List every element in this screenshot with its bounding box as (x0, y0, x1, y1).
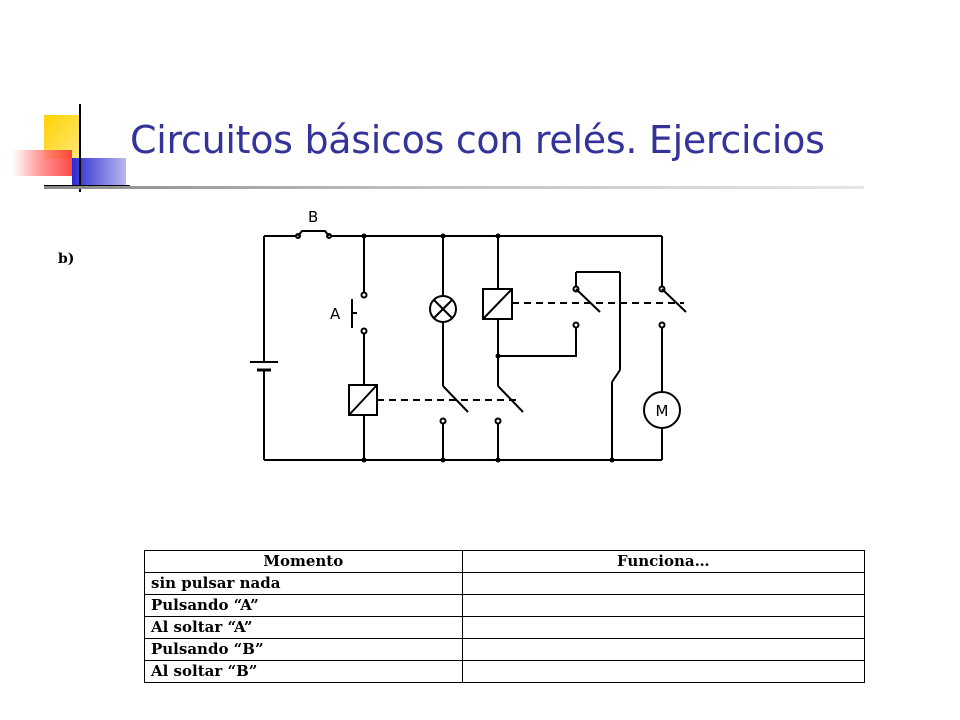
momento-cell: sin pulsar nada (144, 572, 463, 595)
funciona-cell[interactable] (461, 660, 866, 683)
relay2-contact-motor (658, 285, 687, 329)
moments-table: Momento Funciona… sin pulsar nada Pulsan… (144, 550, 866, 683)
table-row: Pulsando “A” (144, 594, 866, 617)
table-row: sin pulsar nada (144, 572, 866, 595)
switch-b (295, 230, 332, 239)
funciona-cell[interactable] (461, 594, 866, 617)
motor-label: M (656, 402, 669, 420)
funciona-cell[interactable] (461, 638, 866, 661)
header-funciona: Funciona… (461, 550, 866, 573)
funciona-cell[interactable] (461, 572, 866, 595)
momento-cell: Al soltar “B” (144, 660, 463, 683)
funciona-cell[interactable] (461, 616, 866, 639)
title-underline (44, 186, 864, 189)
pushbutton-a (351, 291, 368, 335)
relay1-contact-lamp (439, 385, 469, 425)
slide-logo (12, 104, 130, 192)
header-momento: Momento (144, 550, 463, 573)
relay2-changeover-contact (572, 271, 620, 329)
relay2-nc-contact (611, 272, 621, 460)
relay1-contact-hold (494, 385, 524, 425)
momento-cell: Pulsando “A” (144, 594, 463, 617)
momento-cell: Pulsando “B” (144, 638, 463, 661)
exercise-part-label: b) (58, 251, 75, 267)
relay-coil-2 (482, 288, 513, 320)
lamp (429, 295, 457, 323)
table-header-row: Momento Funciona… (144, 550, 866, 573)
table-row: Al soltar “A” (144, 616, 866, 639)
relay-coil-1 (348, 384, 378, 416)
table-row: Pulsando “B” (144, 638, 866, 661)
junction-dots (361, 233, 615, 463)
pushbutton-a-label: A (330, 305, 341, 323)
logo-red-square (12, 150, 72, 176)
wire-hold-loop (498, 328, 577, 357)
relay-circuit-diagram: B A M (250, 208, 687, 463)
battery (250, 361, 278, 372)
switch-b-label: B (308, 208, 318, 226)
momento-cell: Al soltar “A” (144, 616, 463, 639)
slide-title: Circuitos básicos con relés. Ejercicios (130, 118, 825, 162)
table-row: Al soltar “B” (144, 660, 866, 683)
